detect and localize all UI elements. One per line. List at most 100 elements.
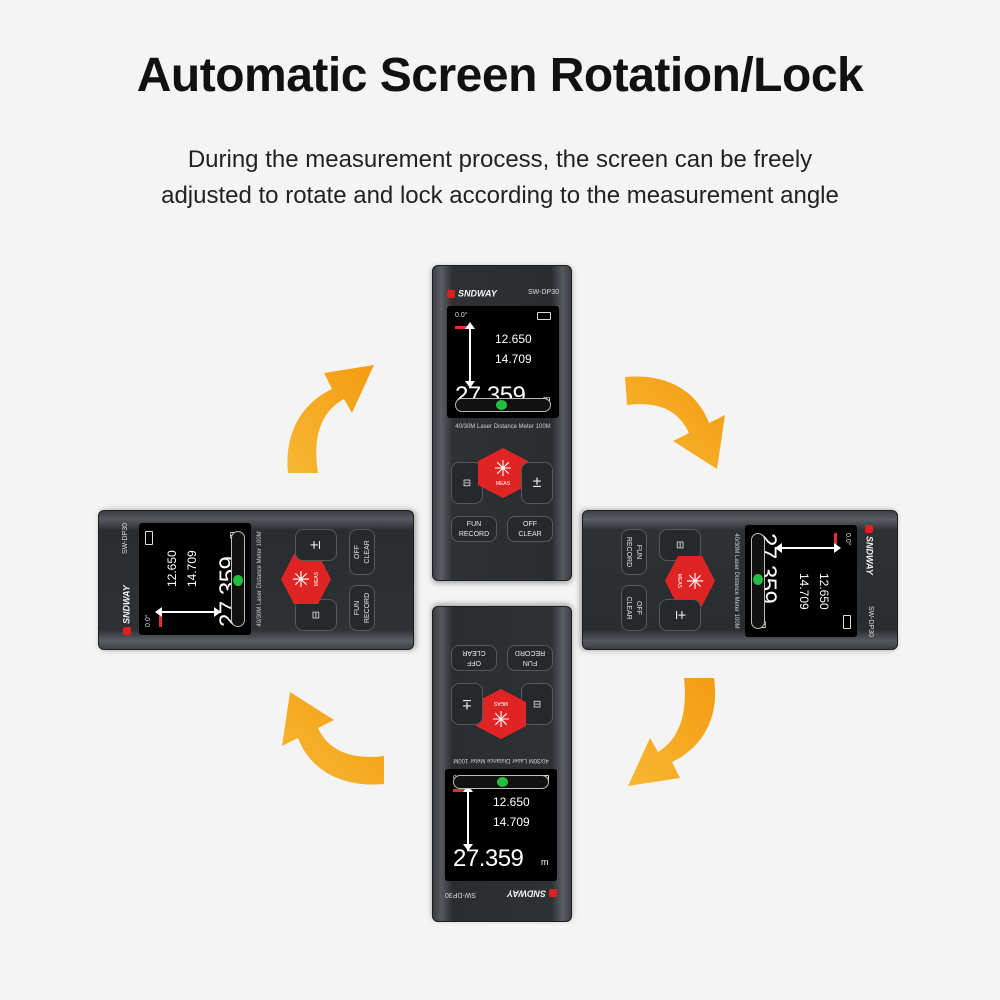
off-clear-button[interactable]: OFF CLEAR (621, 585, 647, 631)
battery-icon (145, 531, 153, 545)
measure-label: MEAS (493, 700, 509, 706)
green-bubble-icon (753, 574, 763, 585)
product-description: 40/30M Laser Distance Meter 100M (257, 531, 263, 627)
mode-button[interactable]: ⊟ (451, 462, 483, 504)
green-bubble-icon (233, 575, 243, 586)
brand-name: SNDWAY (458, 288, 497, 299)
product-description: 40/30M Laser Distance Meter 100M (733, 533, 739, 629)
model-number: SW-DP30 (445, 891, 476, 898)
plus-minus-button[interactable]: ± (521, 462, 553, 504)
vertical-dimension-arrow-icon (465, 322, 475, 388)
laser-distance-meter: SNDWAY SW-DP30 0.0° 12.650 14.709 27.359… (432, 606, 572, 922)
brand-logo-icon (865, 525, 874, 533)
brand-name: SNDWAY (121, 585, 132, 624)
fun-record-button[interactable]: FUN RECORD (451, 516, 497, 542)
green-bubble-icon (497, 777, 508, 787)
vertical-dimension-arrow-icon (781, 547, 835, 549)
off-clear-button[interactable]: OFF CLEAR (349, 529, 375, 575)
rotate-arrow-top-left-icon (287, 365, 374, 473)
fun-record-button[interactable]: FUN RECORD (507, 645, 553, 671)
off-label: OFF (354, 545, 361, 559)
level-indicator (455, 398, 551, 412)
battery-icon (537, 312, 551, 320)
page-title: Automatic Screen Rotation/Lock (136, 49, 864, 102)
angle-readout: 0.0° (844, 533, 851, 546)
clear-label: CLEAR (364, 540, 371, 564)
reading-2: 14.709 (495, 352, 532, 366)
brand-logo-icon (447, 289, 455, 298)
fun-label: FUN (354, 600, 361, 616)
rotate-arrow-bottom-left-icon (282, 692, 384, 785)
laser-icon: ✳ (493, 456, 513, 481)
level-indicator (231, 531, 245, 627)
level-indicator (751, 533, 765, 629)
main-reading: 27.359 (453, 845, 524, 872)
page-subtitle: During the measurement process, the scre… (0, 142, 1000, 214)
measure-label: MEAS (495, 481, 511, 487)
brand-row: SNDWAY SW-DP30 (447, 288, 559, 302)
unit-label: m (541, 857, 549, 867)
angle-readout: 0.0° (145, 614, 152, 627)
rotate-arrow-bottom-right-icon (628, 678, 716, 786)
model-number: SW-DP30 (122, 523, 129, 554)
plus-minus-button[interactable]: ± (451, 683, 483, 725)
product-description: 40/30M Laser Distance Meter 100M (455, 424, 551, 430)
plus-minus-button[interactable]: ± (295, 529, 337, 561)
clear-label: CLEAR (625, 596, 632, 620)
brand-row: SNDWAY SW-DP30 (121, 523, 135, 635)
reading-1: 12.650 (493, 795, 530, 809)
laser-icon: ✳ (289, 569, 314, 589)
rotate-arrow-top-right-icon (625, 376, 725, 469)
reading-2: 14.709 (185, 550, 199, 587)
green-bubble-icon (496, 400, 507, 410)
subtitle-line-1: During the measurement process, the scre… (187, 146, 813, 173)
off-label: OFF (523, 521, 537, 528)
brand-name: SNDWAY (507, 888, 546, 899)
brand-name: SNDWAY (864, 536, 875, 575)
off-label: OFF (467, 659, 481, 666)
laser-distance-meter: SNDWAY SW-DP30 0.0° 12.650 14.709 27.359… (432, 265, 572, 581)
level-indicator (453, 775, 549, 789)
brand-row: SNDWAY SW-DP30 (445, 885, 557, 899)
measure-label: MEAS (314, 571, 320, 587)
subtitle-line-2: adjusted to rotate and lock according to… (161, 182, 839, 209)
brand-logo-icon (549, 889, 557, 898)
off-clear-button[interactable]: OFF CLEAR (507, 516, 553, 542)
laser-icon: ✳ (491, 706, 511, 731)
fun-label: FUN (635, 544, 642, 560)
model-number: SW-DP30 (867, 606, 874, 637)
reading-2: 14.709 (797, 573, 811, 610)
fun-label: FUN (522, 659, 538, 666)
laser-distance-meter: SNDWAY SW-DP30 0.0° 12.650 14.709 27.359… (582, 510, 898, 650)
vertical-dimension-arrow-icon (161, 611, 215, 613)
fun-record-button[interactable]: FUN RECORD (621, 529, 647, 575)
plus-minus-button[interactable]: ± (659, 599, 701, 631)
record-label: RECORD (458, 531, 490, 538)
device-upright: SNDWAY SW-DP30 0.0° 12.650 14.709 27.359… (432, 265, 572, 581)
reading-2: 14.709 (493, 815, 530, 829)
model-number: SW-DP30 (528, 289, 559, 296)
brand-row: SNDWAY SW-DP30 (861, 525, 875, 637)
measure-button[interactable]: ✳ MEAS (281, 554, 331, 604)
device-rotated-right: SNDWAY SW-DP30 0.0° 12.650 14.709 27.359… (582, 510, 898, 650)
angle-readout: 0.0° (455, 312, 468, 319)
measure-button[interactable]: ✳ MEAS (476, 689, 526, 739)
fun-record-button[interactable]: FUN RECORD (349, 585, 375, 631)
record-label: RECORD (625, 536, 632, 568)
record-label: RECORD (364, 592, 371, 624)
clear-label: CLEAR (518, 531, 542, 538)
fun-label: FUN (466, 521, 482, 528)
battery-icon (843, 615, 851, 629)
off-clear-button[interactable]: OFF CLEAR (451, 645, 497, 671)
product-description: 40/30M Laser Distance Meter 100M (453, 757, 549, 763)
reading-1: 12.650 (165, 550, 179, 587)
brand-logo-icon (122, 627, 131, 635)
reading-1: 12.650 (817, 573, 831, 610)
reference-marker-icon (455, 326, 469, 329)
clear-label: CLEAR (462, 649, 486, 656)
device-upside-down: SNDWAY SW-DP30 0.0° 12.650 14.709 27.359… (432, 606, 572, 922)
record-label: RECORD (514, 649, 546, 656)
vertical-dimension-arrow-icon (467, 791, 469, 845)
laser-distance-meter: SNDWAY SW-DP30 0.0° 12.650 14.709 27.359… (98, 510, 414, 650)
reading-1: 12.650 (495, 332, 532, 346)
